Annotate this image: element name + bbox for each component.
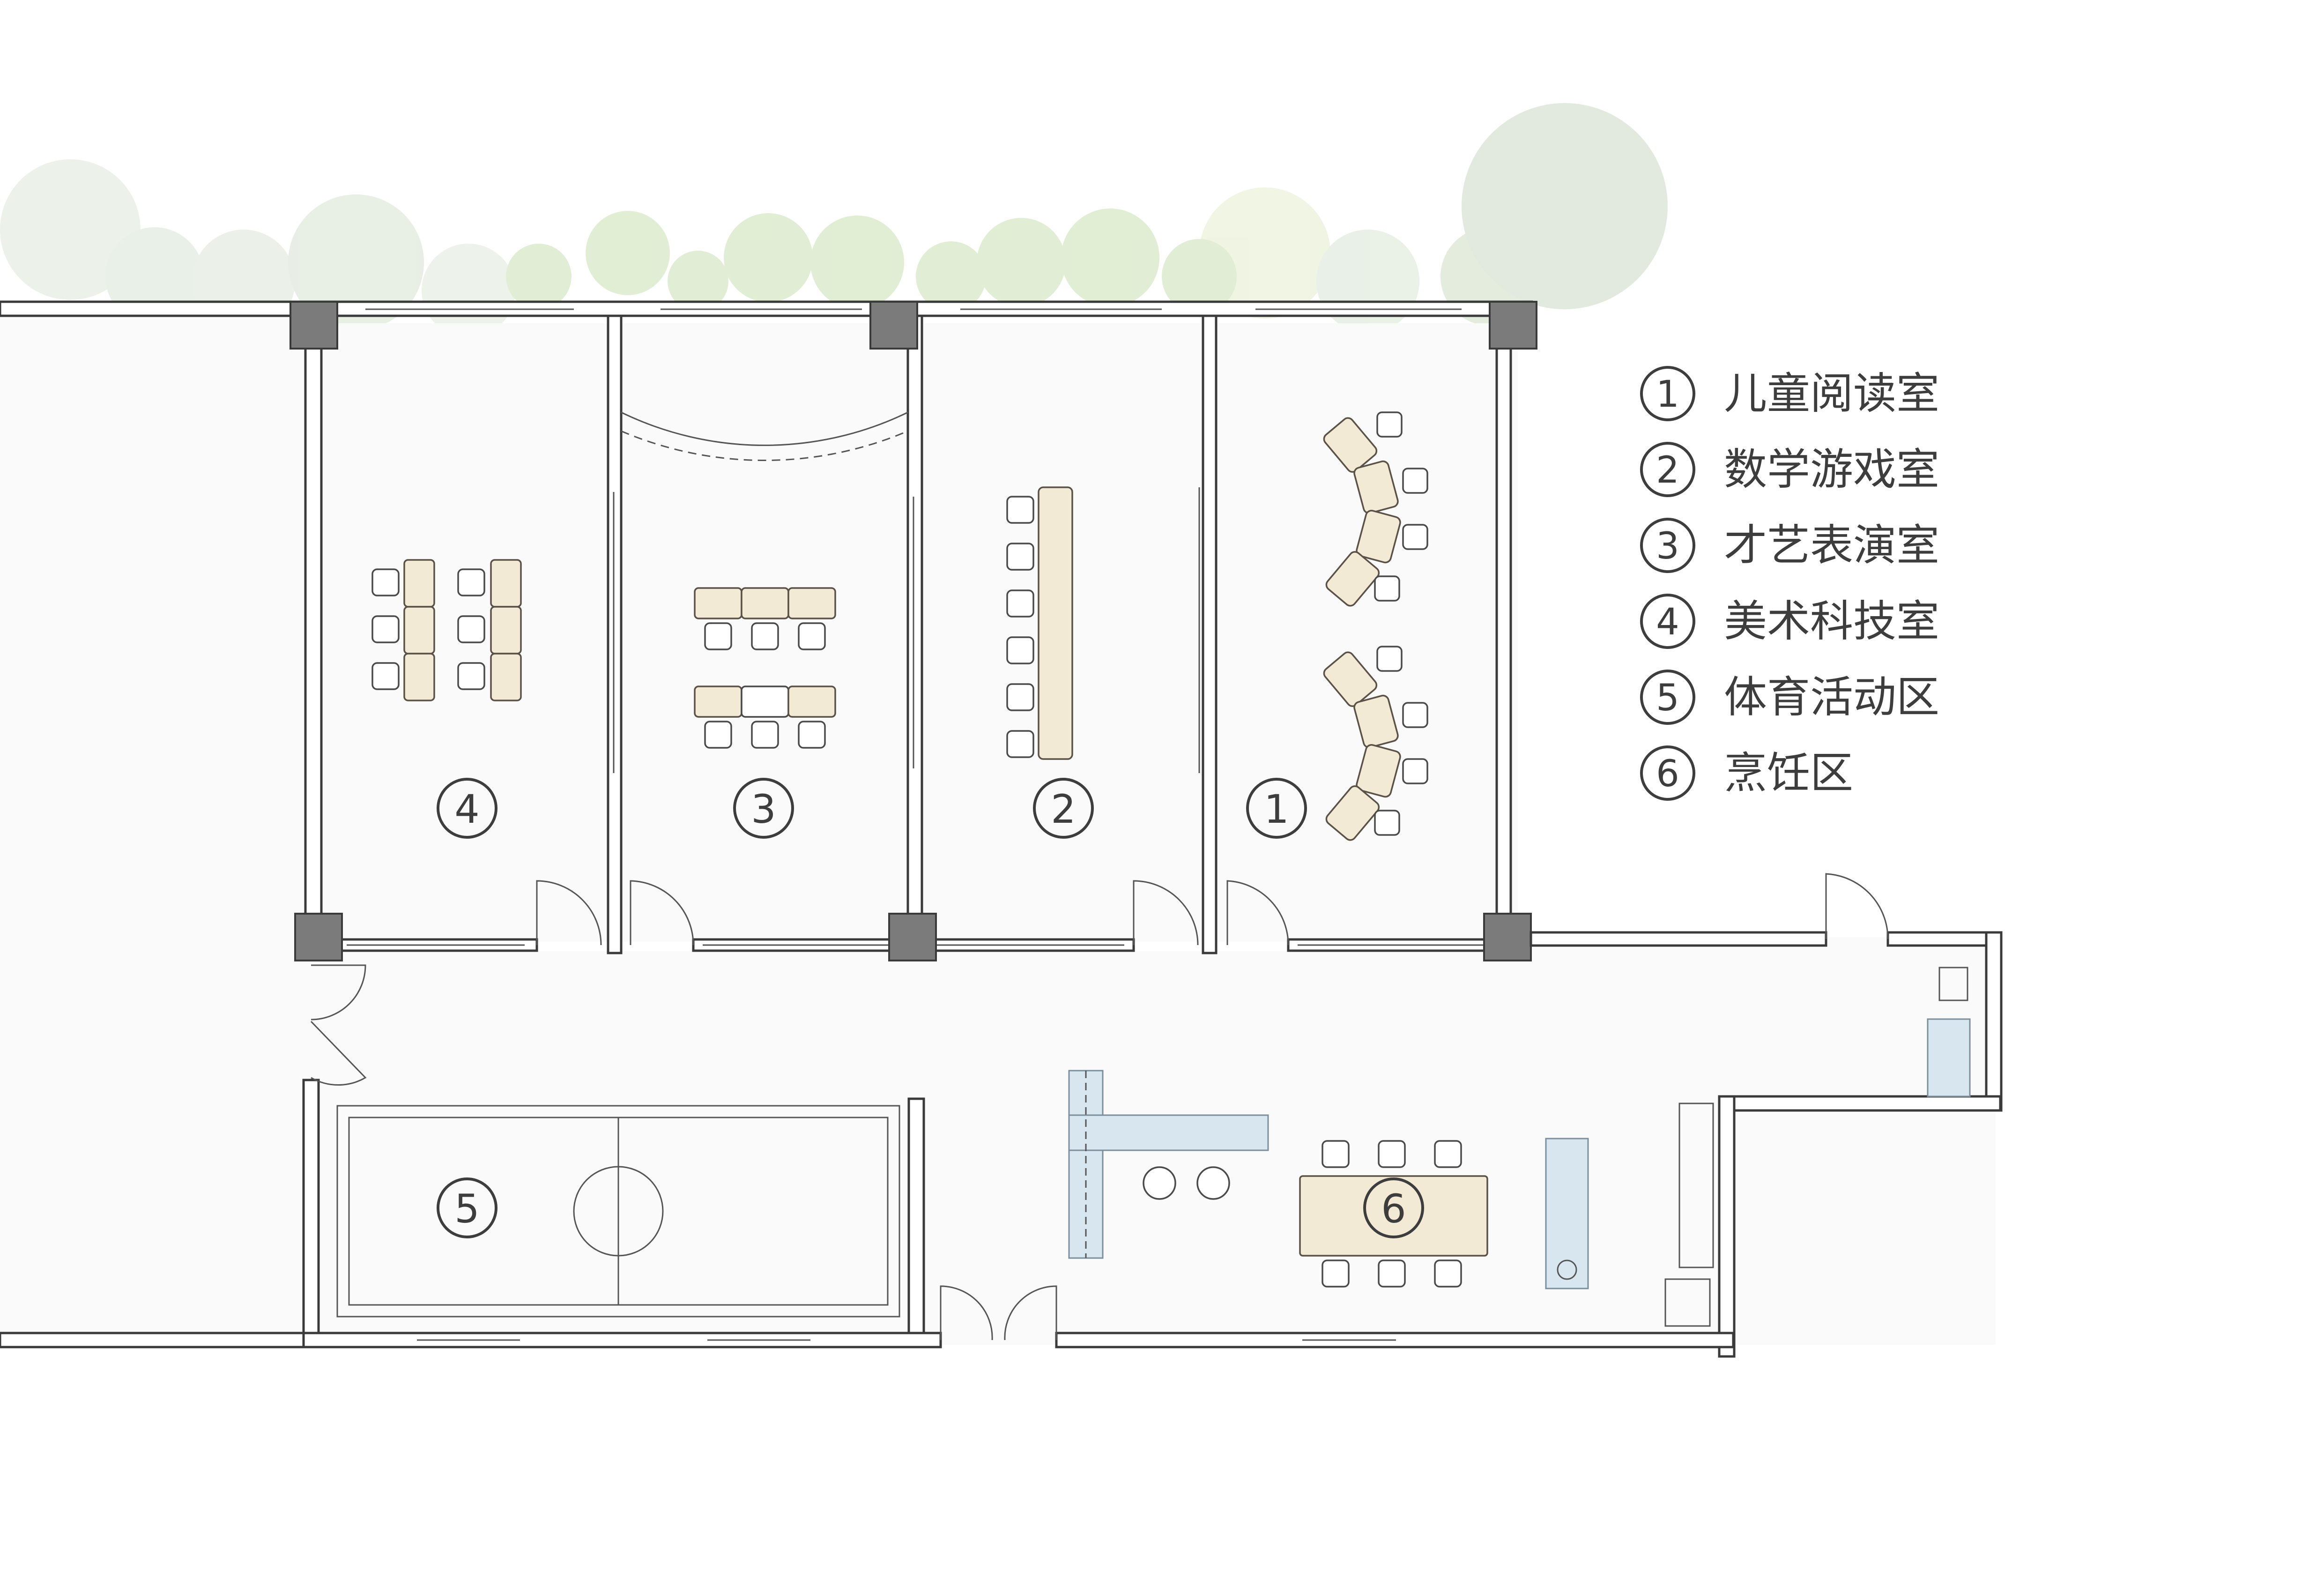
svg-text:6: 6 (1381, 1186, 1406, 1232)
room-marker-2: 2 (1033, 778, 1094, 839)
svg-text:6: 6 (1656, 753, 1679, 795)
room6-kitchen (1068, 967, 1971, 1327)
floor-areas (0, 312, 1996, 1345)
room3-furniture (694, 587, 836, 749)
room-marker-4: 4 (437, 778, 497, 839)
room-legend: 1 儿童阅读室 2 数学游戏室 3 才艺表演室 4 美术科技室 5 体育活动区 … (1640, 366, 1939, 801)
legend-item-1: 1 儿童阅读室 (1640, 366, 1939, 421)
room-walls (304, 314, 1512, 954)
svg-text:3: 3 (1656, 525, 1679, 567)
svg-text:5: 5 (1656, 677, 1679, 719)
svg-text:4: 4 (454, 786, 479, 832)
svg-text:美术科技室: 美术科技室 (1724, 596, 1939, 647)
svg-text:1: 1 (1264, 786, 1289, 832)
doors (310, 411, 1889, 1341)
room1-furniture (1323, 411, 1428, 841)
structural-columns (290, 301, 1537, 961)
svg-text:2: 2 (1051, 786, 1076, 832)
svg-text:体育活动区: 体育活动区 (1724, 672, 1939, 723)
room-marker-5: 5 (437, 1177, 497, 1238)
svg-text:2: 2 (1656, 449, 1679, 492)
corridor-walls (302, 931, 2003, 1358)
room5-court (336, 1105, 900, 1318)
svg-text:数学游戏室: 数学游戏室 (1724, 445, 1939, 495)
left-wall (0, 1332, 329, 1348)
svg-text:儿童阅读室: 儿童阅读室 (1724, 369, 1939, 419)
legend-item-5: 5 体育活动区 (1640, 670, 1939, 725)
svg-text:3: 3 (751, 786, 776, 832)
svg-text:才艺表演室: 才艺表演室 (1724, 521, 1939, 571)
room-marker-3: 3 (733, 778, 794, 839)
legend-item-3: 3 才艺表演室 (1640, 518, 1939, 573)
svg-text:1: 1 (1656, 373, 1679, 416)
room2-furniture (1006, 486, 1073, 760)
top-exterior-wall (0, 300, 1533, 317)
legend-item-2: 2 数学游戏室 (1640, 442, 1939, 497)
room-number-markers: 4 3 2 1 5 6 (437, 778, 1424, 1238)
room-marker-1: 1 (1246, 778, 1307, 839)
svg-text:5: 5 (454, 1186, 479, 1232)
legend-item-6: 6 烹饪区 (1640, 745, 1853, 801)
room4-furniture (371, 559, 522, 701)
room-marker-6: 6 (1363, 1177, 1424, 1238)
legend-item-4: 4 美术科技室 (1640, 594, 1939, 649)
svg-text:4: 4 (1656, 601, 1679, 643)
svg-text:烹饪区: 烹饪区 (1724, 748, 1853, 798)
